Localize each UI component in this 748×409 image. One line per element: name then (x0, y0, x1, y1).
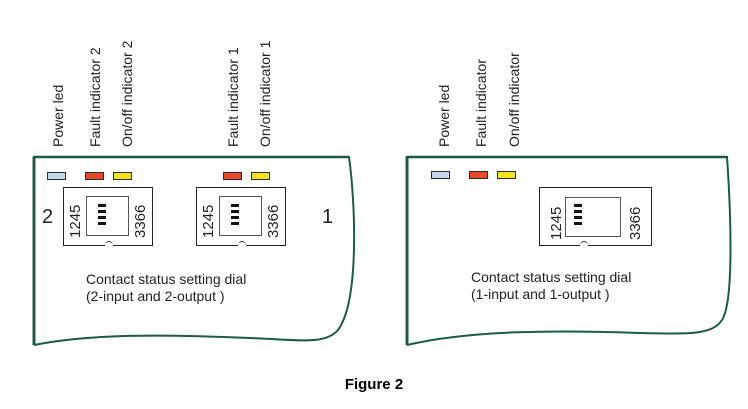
caption-line-1: Contact status setting dial (471, 269, 632, 285)
label-fault-indicator-1: Fault indicator 1 (225, 47, 241, 147)
dial-notch (105, 241, 113, 250)
dial-window (565, 197, 621, 237)
label-power-led: Power led (436, 84, 452, 147)
contact-status-dial-2[interactable]: 1245 3366 (63, 187, 153, 250)
channel-1-label: 1 (322, 206, 334, 228)
dial-notch (580, 241, 588, 250)
fault-led (469, 171, 488, 179)
dial-right-label: 3366 (627, 206, 644, 240)
label-onoff-indicator-2: On/off indicator 2 (119, 40, 135, 147)
power-led (47, 172, 66, 180)
right-device-outline (406, 156, 732, 346)
dial-window (219, 196, 262, 236)
dial-switch-bars-icon (98, 204, 106, 228)
dial-notch (238, 241, 246, 250)
left-dial-caption: Contact status setting dial (2-input and… (86, 271, 246, 305)
caption-line-2: (2-input and 2-output ) (86, 288, 225, 304)
left-device-outline (33, 156, 356, 346)
label-fault-indicator-2: Fault indicator 2 (87, 47, 103, 147)
caption-line-1: Contact status setting dial (86, 271, 247, 287)
right-dial-caption: Contact status setting dial (1-input and… (471, 269, 631, 303)
label-power-led: Power led (50, 84, 66, 147)
power-led (431, 171, 450, 179)
dial-right-label: 3366 (132, 204, 149, 238)
figure-caption: Figure 2 (344, 376, 404, 393)
onoff-led-1 (251, 172, 270, 180)
contact-status-dial-1[interactable]: 1245 3366 (196, 187, 286, 250)
contact-status-dial[interactable]: 1245 3366 (539, 187, 652, 250)
onoff-led (497, 171, 516, 179)
caption-line-2: (1-input and 1-output ) (471, 286, 610, 302)
dial-left-label: 1245 (200, 204, 217, 238)
dial-switch-bars-icon (231, 204, 239, 228)
dial-right-label: 3366 (265, 204, 282, 238)
dial-switch-bars-icon (574, 204, 582, 228)
label-onoff-indicator-1: On/off indicator 1 (257, 40, 273, 147)
channel-2-label: 2 (42, 206, 54, 228)
fault-led-1 (223, 172, 242, 180)
onoff-led-2 (113, 172, 132, 180)
dial-left-label: 1245 (548, 206, 565, 240)
label-onoff-indicator: On/off indicator (506, 52, 522, 147)
fault-led-2 (85, 172, 104, 180)
label-fault-indicator: Fault indicator (473, 59, 489, 147)
dial-window (86, 196, 129, 236)
dial-left-label: 1245 (67, 204, 84, 238)
